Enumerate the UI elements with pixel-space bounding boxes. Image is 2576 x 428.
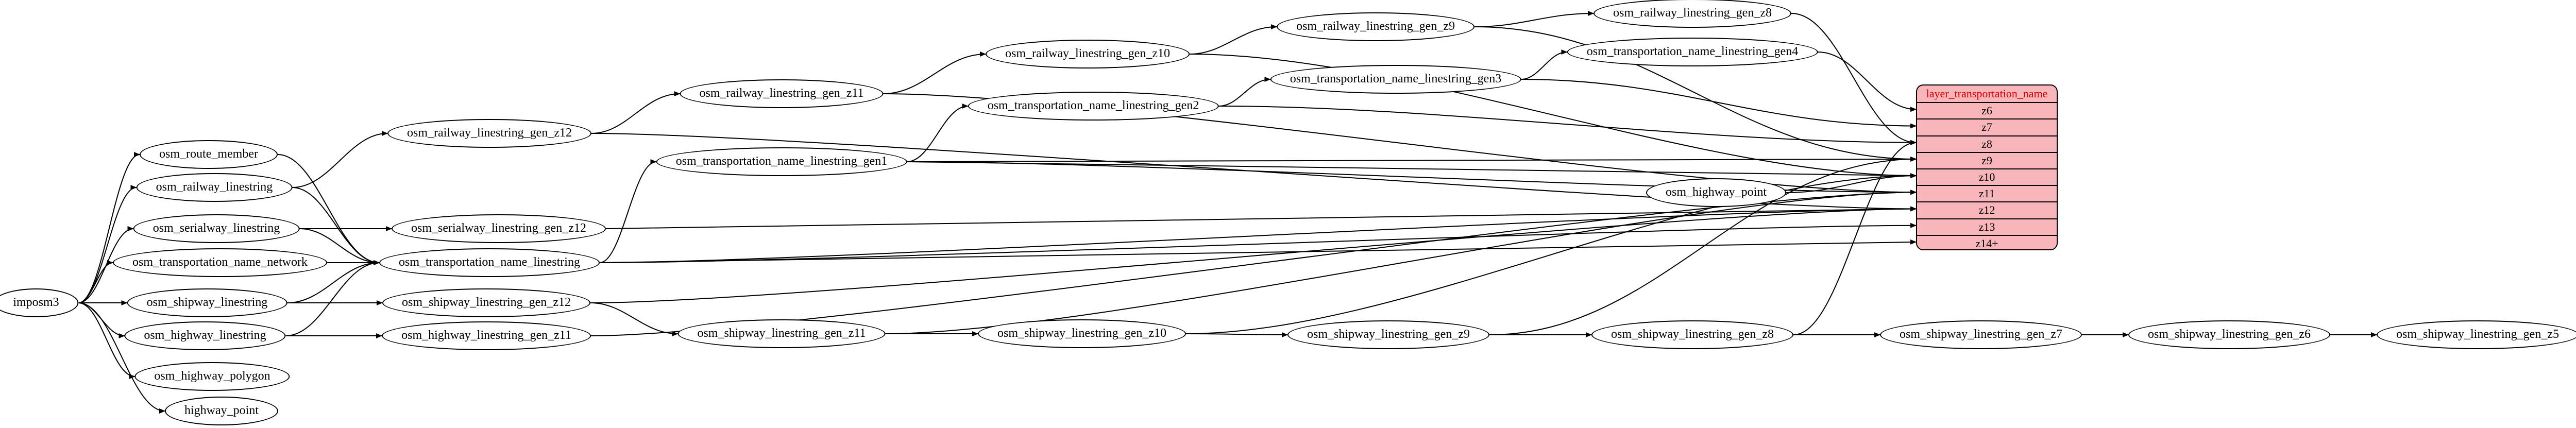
node-osm_railway_linestring_gen_z8: osm_railway_linestring_gen_z8 [1594, 0, 1791, 28]
edge-osm_shipway_linestring_gen_z10-layer_transportation_name-z10 [1185, 173, 1917, 334]
edge-osm_railway_linestring_gen_z9-layer_transportation_name-z9 [1474, 26, 1917, 162]
node-osm_transportation_name_linestring_gen1: osm_transportation_name_linestring_gen1 [656, 147, 907, 176]
edge-osm_shipway_linestring_gen_z8-layer_transportation_name-z8 [1793, 140, 1917, 335]
node-osm_railway_linestring_gen_z11: osm_railway_linestring_gen_z11 [680, 79, 884, 108]
edge-osm_railway_linestring_gen_z8-layer_transportation_name-z8 [1791, 13, 1917, 145]
edge-osm_transportation_name_linestring_gen1-layer_transportation_name-z10 [907, 161, 1917, 179]
record-row-z12: z12 [1917, 201, 2057, 218]
edge-osm_railway_linestring-osm_transportation_name_linestring [292, 187, 380, 265]
node-highway_point: highway_point [165, 397, 278, 425]
edge-imposm3-osm_transportation_name_network [78, 260, 113, 303]
node-osm_transportation_name_network: osm_transportation_name_network [113, 248, 327, 277]
edge-osm_shipway_linestring_gen_z9-layer_transportation_name-z9 [1489, 156, 1917, 335]
record-row-z8: z8 [1917, 135, 2057, 152]
edge-osm_transportation_name_linestring-layer_transportation_name-z12 [599, 206, 1917, 263]
node-osm_highway_point: osm_highway_point [1646, 178, 1786, 207]
node-osm_serialway_linestring_gen_z12: osm_serialway_linestring_gen_z12 [392, 214, 606, 243]
node-osm_railway_linestring_gen_z9: osm_railway_linestring_gen_z9 [1277, 12, 1475, 41]
record-row-z14+: z14+ [1917, 234, 2057, 249]
node-osm_railway_linestring: osm_railway_linestring [136, 173, 293, 202]
node-osm_highway_linestring: osm_highway_linestring [124, 321, 286, 350]
record-row-z7: z7 [1917, 118, 2057, 135]
node-osm_route_member: osm_route_member [140, 140, 278, 169]
edge-osm_railway_linestring_gen_z10-layer_transportation_name-z10 [1189, 54, 1917, 179]
edge-osm_railway_linestring_gen_z11-osm_railway_linestring_gen_z10 [883, 52, 986, 94]
node-osm_railway_linestring_gen_z10: osm_railway_linestring_gen_z10 [986, 40, 1190, 69]
node-imposm3: imposm3 [0, 288, 79, 317]
node-osm_shipway_linestring_gen_z11: osm_shipway_linestring_gen_z11 [677, 319, 886, 348]
node-osm_transportation_name_linestring_gen4: osm_transportation_name_linestring_gen4 [1567, 38, 1818, 66]
node-osm_shipway_linestring_gen_z5: osm_shipway_linestring_gen_z5 [2377, 320, 2576, 349]
edge-osm_transportation_name_linestring_gen2-layer_transportation_name-z8 [1218, 106, 1917, 145]
record-row-z11: z11 [1917, 185, 2057, 201]
edge-osm_railway_linestring_gen_z10-osm_railway_linestring_gen_z9 [1189, 24, 1277, 55]
edge-osm_shipway_linestring_gen_z12-layer_transportation_name-z12 [590, 206, 1917, 303]
record-row-z6: z6 [1917, 102, 2057, 118]
record-row-z13: z13 [1917, 218, 2057, 235]
edge-osm_transportation_name_linestring-layer_transportation_name-z14+ [599, 239, 1917, 263]
node-osm_transportation_name_linestring_gen3: osm_transportation_name_linestring_gen3 [1270, 65, 1521, 94]
node-osm_shipway_linestring: osm_shipway_linestring [127, 288, 287, 317]
record-row-z9: z9 [1917, 151, 2057, 168]
node-osm_railway_linestring_gen_z12: osm_railway_linestring_gen_z12 [387, 119, 591, 148]
edge-osm_serialway_linestring-osm_transportation_name_linestring [299, 228, 380, 265]
edge-osm_transportation_name_linestring_gen1-osm_transportation_name_linestring_gen2 [907, 104, 969, 162]
edge-osm_railway_linestring_gen_z12-osm_railway_linestring_gen_z11 [591, 91, 681, 134]
edge-osm_transportation_name_linestring_gen3-layer_transportation_name-z7 [1521, 79, 1917, 129]
node-osm_shipway_linestring_gen_z12: osm_shipway_linestring_gen_z12 [382, 288, 590, 317]
edge-osm_transportation_name_linestring_gen1-layer_transportation_name-z11 [907, 161, 1917, 195]
edge-osm_railway_linestring_gen_z9-osm_railway_linestring_gen_z8 [1474, 11, 1594, 27]
node-osm_shipway_linestring_gen_z7: osm_shipway_linestring_gen_z7 [1880, 320, 2082, 349]
node-osm_transportation_name_linestring_gen2: osm_transportation_name_linestring_gen2 [968, 92, 1219, 121]
node-osm_serialway_linestring: osm_serialway_linestring [133, 214, 300, 243]
node-osm_shipway_linestring_gen_z10: osm_shipway_linestring_gen_z10 [978, 319, 1186, 348]
edge-osm_transportation_name_linestring_gen4-layer_transportation_name-z6 [1818, 52, 1917, 112]
node-osm_shipway_linestring_gen_z9: osm_shipway_linestring_gen_z9 [1287, 320, 1489, 349]
edge-imposm3-osm_highway_polygon [78, 302, 135, 379]
edge-osm_shipway_linestring_gen_z11-layer_transportation_name-z11 [885, 190, 1917, 334]
edge-osm_transportation_name_linestring_gen2-osm_transportation_name_linestring_gen3 [1218, 77, 1271, 107]
node-osm_transportation_name_linestring: osm_transportation_name_linestring [379, 248, 600, 277]
edge-osm_highway_linestring-osm_transportation_name_linestring [285, 260, 380, 336]
node-osm_highway_polygon: osm_highway_polygon [134, 362, 290, 391]
edge-osm_transportation_name_linestring_gen1-layer_transportation_name-z9 [907, 156, 1917, 162]
node-osm_shipway_linestring_gen_z6: osm_shipway_linestring_gen_z6 [2128, 320, 2330, 349]
edge-osm_shipway_linestring-osm_transportation_name_linestring [287, 260, 380, 303]
edge-imposm3-osm_railway_linestring [78, 185, 137, 303]
edge-osm_highway_linestring_gen_z11-layer_transportation_name-z11 [590, 190, 1917, 336]
record-row-z10: z10 [1917, 168, 2057, 185]
edge-imposm3-highway_point [78, 302, 165, 414]
edge-imposm3-osm_route_member [78, 152, 140, 303]
edge-osm_railway_linestring-osm_railway_linestring_gen_z12 [292, 131, 388, 188]
edge-osm_highway_point-layer_transportation_name-z10 [1786, 173, 1917, 193]
edge-osm_transportation_name_linestring_gen3-osm_transportation_name_linestring_gen4 [1521, 49, 1568, 80]
node-osm_highway_linestring_gen_z11: osm_highway_linestring_gen_z11 [382, 321, 591, 350]
node-osm_shipway_linestring_gen_z8: osm_shipway_linestring_gen_z8 [1591, 320, 1793, 349]
edge-osm_transportation_name_linestring-osm_transportation_name_linestring_gen1 [599, 159, 657, 263]
edge-osm_shipway_linestring_gen_z12-osm_shipway_linestring_gen_z11 [590, 302, 679, 336]
record-title: layer_transportation_name [1926, 87, 2048, 100]
